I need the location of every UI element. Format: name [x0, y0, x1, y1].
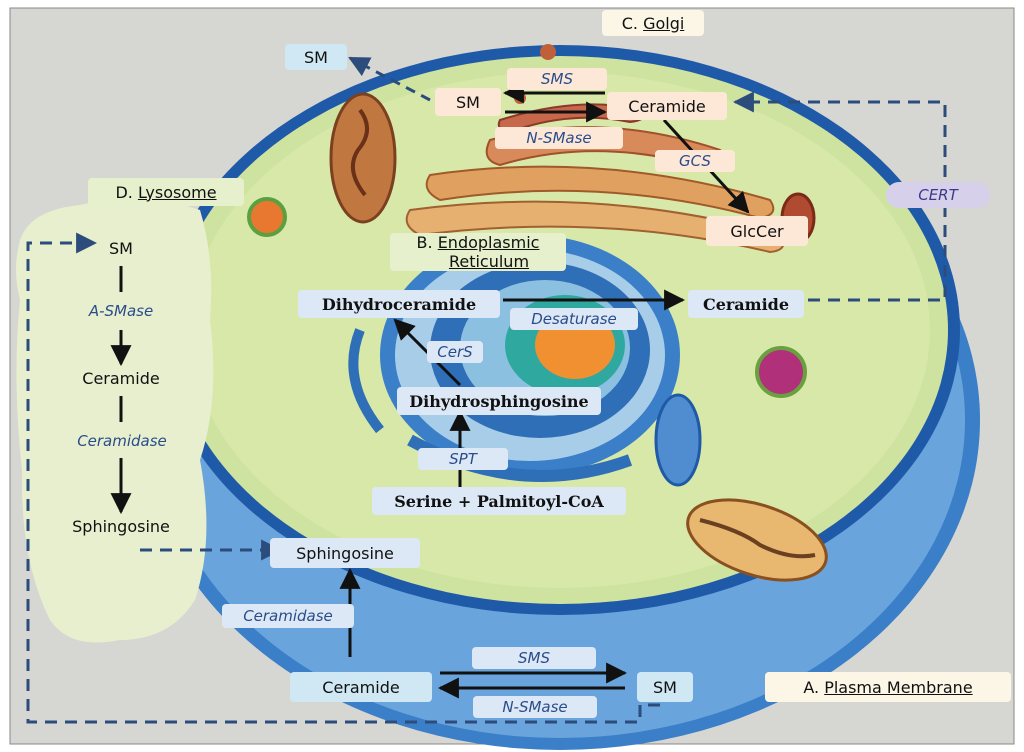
- pm-ceramide: Ceramide: [290, 672, 432, 702]
- er-title-line1: Endoplasmic: [437, 233, 540, 252]
- lysosome-title: D. Lysosome: [88, 178, 244, 206]
- sm-export-arrow: [348, 56, 431, 102]
- cert-label: CERT: [886, 182, 990, 208]
- pm-sm: SM: [637, 672, 693, 702]
- lysosome-asmase-label: A-SMase: [88, 302, 154, 320]
- golgi-ceramide: Ceramide: [607, 92, 727, 120]
- endocytosis-transport-arrow: [26, 232, 660, 724]
- er-spt-label: SPT: [418, 448, 508, 470]
- vesicle: [755, 346, 807, 398]
- er-ceramide: Ceramide: [688, 290, 804, 318]
- er-dihydrosphingosine: Dihydrosphingosine: [397, 387, 601, 415]
- golgi-title: C. Golgi: [602, 10, 704, 36]
- er-title-line2: Reticulum: [448, 252, 530, 271]
- cert-transport-arrow: [732, 91, 947, 302]
- er-dihydroceramide: Dihydroceramide: [298, 290, 500, 318]
- er-title: B. Endoplasmic Reticulum: [390, 233, 566, 271]
- pm-nsmase-label: N-SMase: [473, 696, 597, 718]
- pm-sms-label: SMS: [472, 647, 596, 669]
- lysosome-sm: SM: [109, 238, 133, 258]
- lysosome-ceramidase-label: Ceramidase: [77, 432, 167, 450]
- lysosome-title-letter: D.: [115, 182, 133, 202]
- lysosome-sphingosine: Sphingosine: [72, 516, 170, 536]
- plasma-membrane-title: A. Plasma Membrane: [765, 672, 1011, 702]
- lysosome-region: [16, 198, 214, 643]
- pm-title-letter: A.: [803, 677, 820, 697]
- pm-sphingosine: Sphingosine: [270, 538, 420, 568]
- golgi-sm-secreted: SM: [285, 44, 347, 70]
- golgi-nsmase-label: N-SMase: [495, 127, 623, 149]
- golgi-glccer: GlcCer: [706, 216, 808, 246]
- er-cers-label: CerS: [427, 341, 483, 363]
- lysosome-title-name: Lysosome: [137, 182, 217, 202]
- mitochondria: [329, 92, 828, 582]
- lysosome-ceramide: Ceramide: [82, 368, 160, 388]
- golgi-title-letter: C.: [621, 13, 638, 33]
- golgi-sms-label: SMS: [507, 68, 607, 90]
- vesicle: [247, 197, 287, 237]
- golgi-gcs-label: GCS: [655, 150, 735, 172]
- pm-ceramidase-label: Ceramidase: [222, 604, 354, 628]
- er-title-letter: B.: [416, 233, 433, 252]
- er-desaturase-label: Desaturase: [510, 308, 638, 330]
- pm-title-name: Plasma Membrane: [824, 677, 973, 697]
- er-substrates: Serine + Palmitoyl-CoA: [372, 487, 626, 515]
- golgi-sm: SM: [435, 88, 501, 116]
- golgi-title-name: Golgi: [643, 13, 685, 33]
